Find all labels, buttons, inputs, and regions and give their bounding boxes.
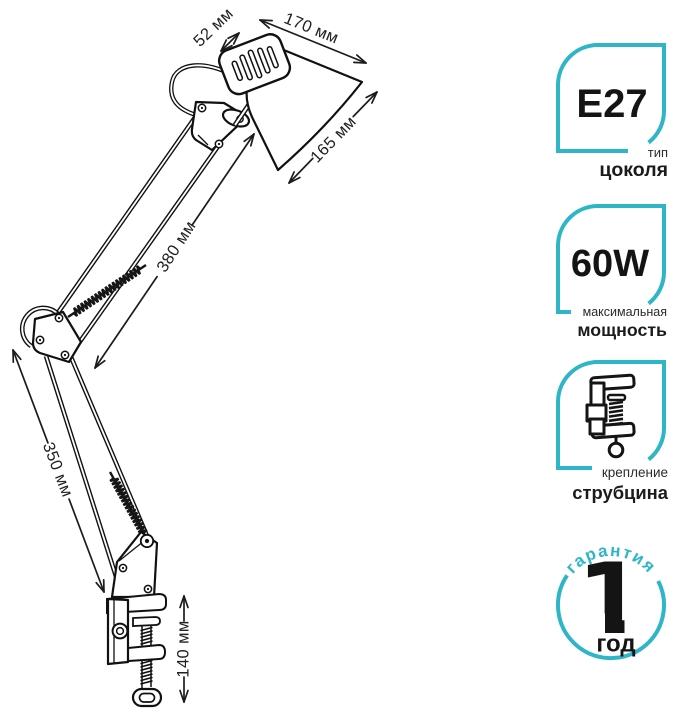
badge-socket-caption2: цоколя bbox=[599, 159, 668, 181]
warranty-value: 1 bbox=[577, 543, 645, 657]
top-joint-bracket bbox=[190, 100, 251, 152]
badge-power-caption2: мощность bbox=[577, 320, 667, 340]
warranty-stamp: гарантия 1 год bbox=[556, 541, 666, 661]
dim-label-clamp-height: 140 мм bbox=[174, 620, 192, 677]
clamp-icon-thread bbox=[608, 400, 624, 427]
upper-arm-rods bbox=[48, 114, 221, 352]
badge-mount-caption2: струбцина bbox=[572, 482, 669, 503]
top-bracket-screws bbox=[197, 103, 224, 149]
badge-mount-caption1: крепление bbox=[602, 465, 668, 480]
badge-socket-type: E27 тип цоколя bbox=[556, 43, 668, 181]
lamp-drawing bbox=[20, 33, 364, 708]
warranty-unit: год bbox=[596, 631, 635, 658]
digit-foot-mask-right bbox=[624, 613, 642, 635]
badge-socket-caption1: тип bbox=[648, 145, 668, 160]
dim-label-shade-top: 170 мм bbox=[281, 9, 341, 47]
elbow-screws bbox=[35, 313, 70, 360]
dimension-lines bbox=[12, 19, 378, 703]
warranty-circle bbox=[556, 574, 666, 661]
badge-socket-value: E27 bbox=[576, 82, 647, 126]
power-cord bbox=[169, 63, 236, 120]
badge-frame bbox=[556, 204, 666, 314]
clamp-icon bbox=[585, 373, 636, 459]
badge-power-value: 60W bbox=[571, 243, 649, 285]
dim-label-lower-arm: 350 мм bbox=[39, 440, 76, 500]
digit-foot-mask-left bbox=[583, 613, 605, 635]
clamp-screw-thread bbox=[140, 626, 153, 685]
badge-max-power: 60W максимальная мощность bbox=[556, 204, 667, 340]
shade-vent-slots bbox=[231, 46, 279, 82]
badge-power-caption1: максимальная bbox=[583, 305, 667, 319]
upper-arm-spring bbox=[67, 264, 147, 318]
dim-label-cap-width: 52 мм bbox=[190, 5, 237, 51]
badge-mounting: крепление струбцина bbox=[556, 360, 669, 503]
lamp-shade bbox=[217, 33, 364, 172]
lower-arm-spring bbox=[108, 471, 149, 540]
clamp-base bbox=[106, 530, 167, 708]
elbow-joint bbox=[20, 305, 83, 364]
badge-frame bbox=[556, 360, 666, 470]
badge-frame bbox=[556, 43, 666, 153]
